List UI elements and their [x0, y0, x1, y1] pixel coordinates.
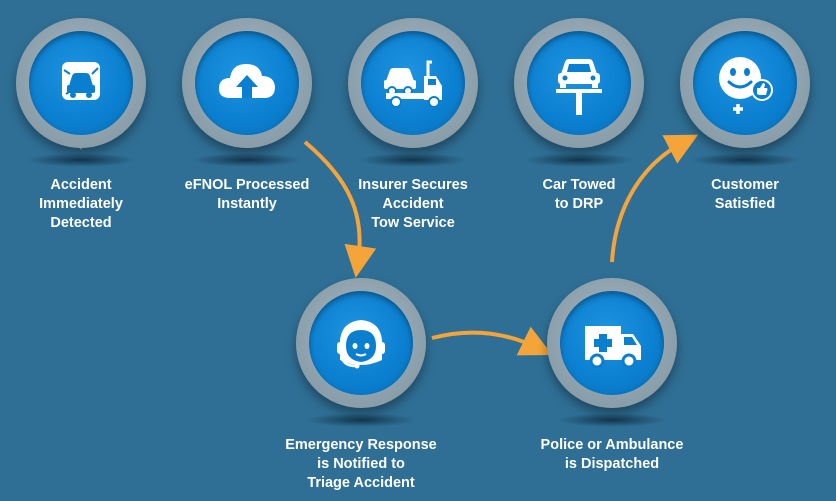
car-lift-icon: [556, 59, 602, 115]
node-shadow: [192, 153, 302, 167]
step-police-ambulance-node: [547, 278, 677, 408]
node-shadow: [358, 153, 468, 167]
ambulance-icon: [585, 326, 641, 369]
step-car-towed-node: [514, 18, 644, 148]
step-efnol-node: [182, 18, 312, 148]
operator-headset-icon: [337, 320, 385, 369]
arrow-police-to-customer: [610, 134, 699, 263]
node-shadow: [26, 153, 136, 167]
smiley-thumbs-up-icon: [719, 57, 773, 114]
node-shadow: [557, 413, 667, 427]
step-tow-service-node: [348, 18, 478, 148]
car-crash-pin-icon: [62, 62, 100, 100]
step-accident-detected-node: [16, 18, 146, 148]
step-customer-satisfied-node: [680, 18, 810, 148]
arrow-efnol-to-emergency: [303, 140, 377, 278]
tow-truck-icon: [384, 60, 442, 108]
node-shadow: [690, 153, 800, 167]
arrow-emergency-to-police: [431, 326, 553, 356]
cloud-upload-icon: [218, 64, 275, 98]
node-shadow: [524, 153, 634, 167]
node-shadow: [306, 413, 416, 427]
step-emergency-response-node: [296, 278, 426, 408]
